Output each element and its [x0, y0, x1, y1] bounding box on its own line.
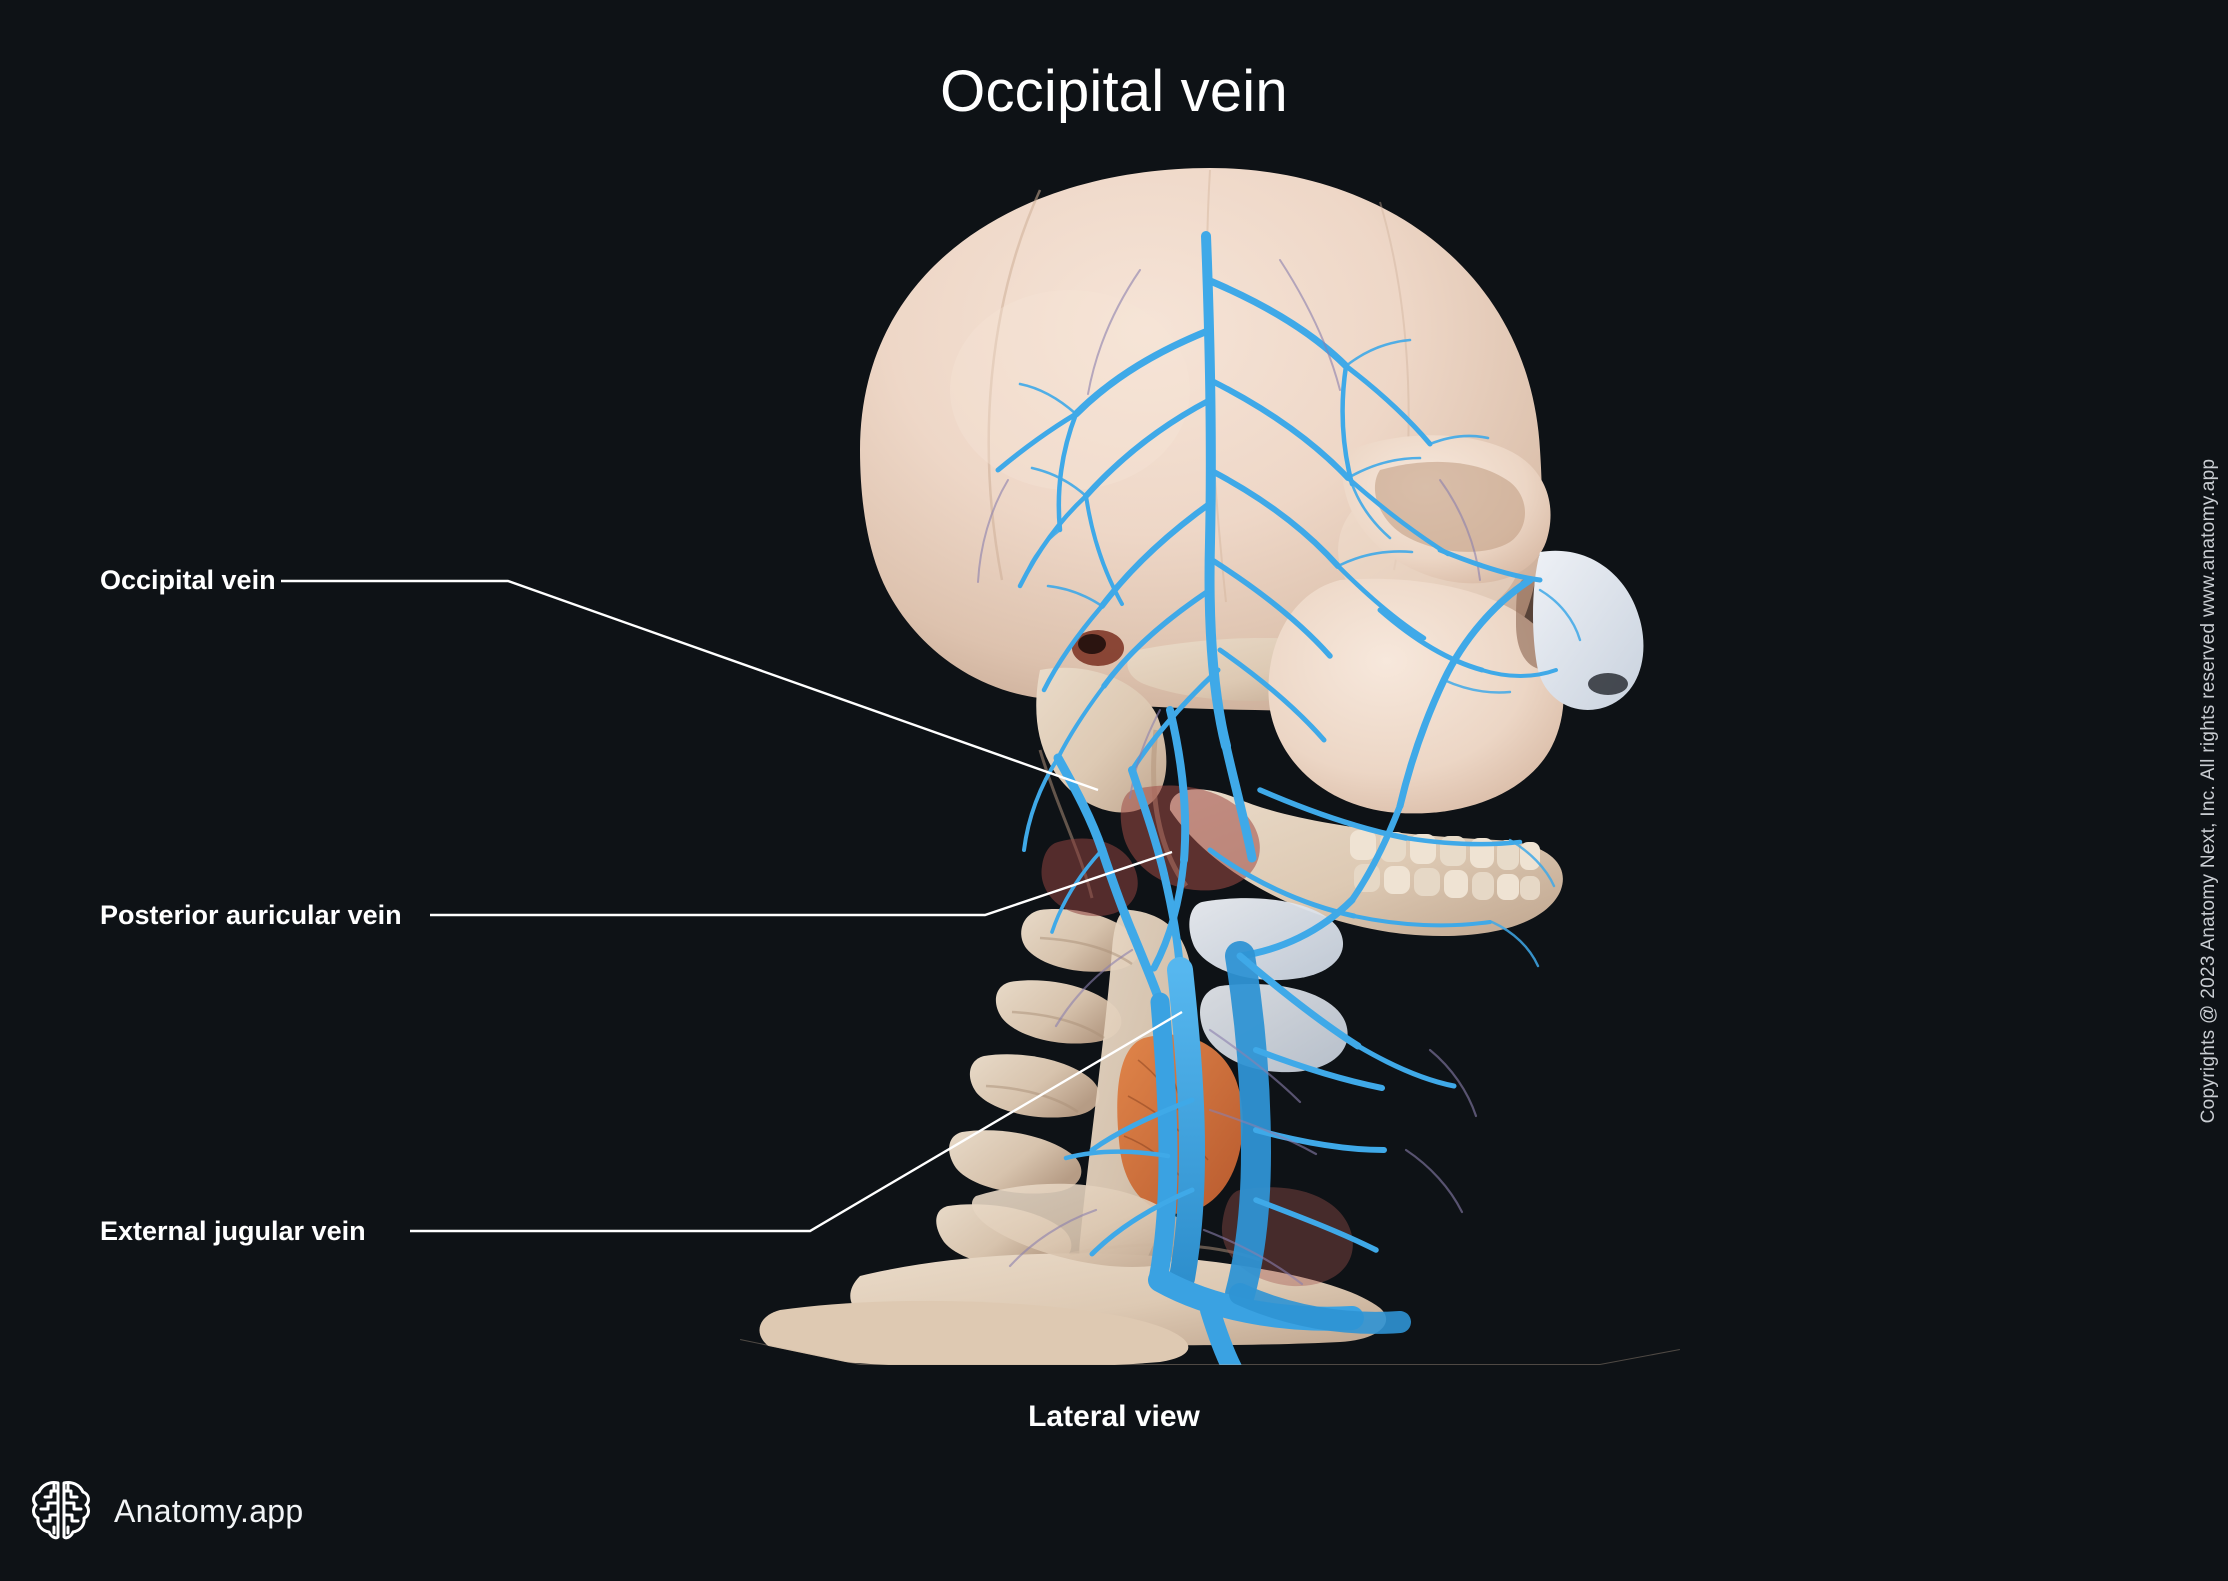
brand-logo[interactable]: Anatomy.app	[30, 1477, 304, 1546]
jugular-veins	[1008, 941, 1478, 1365]
anatomy-figure	[740, 150, 1680, 1370]
page-title: Occipital vein	[940, 59, 1288, 124]
label-occipital-vein[interactable]: Occipital vein	[100, 565, 276, 595]
facial-skeleton	[1127, 435, 1644, 937]
cranial-veins	[977, 231, 1490, 863]
brain-icon	[30, 1477, 92, 1546]
label-posterior-auricular-vein[interactable]: Posterior auricular vein	[100, 900, 402, 930]
label-external-jugular-vein[interactable]: External jugular vein	[100, 1216, 366, 1246]
brand-name: Anatomy.app	[114, 1493, 304, 1529]
view-caption: Lateral view	[1028, 1400, 1200, 1433]
copyright-notice: Copyrights @ 2023 Anatomy Next, Inc. All…	[2198, 458, 2219, 1123]
lower-teeth	[1354, 864, 1540, 900]
